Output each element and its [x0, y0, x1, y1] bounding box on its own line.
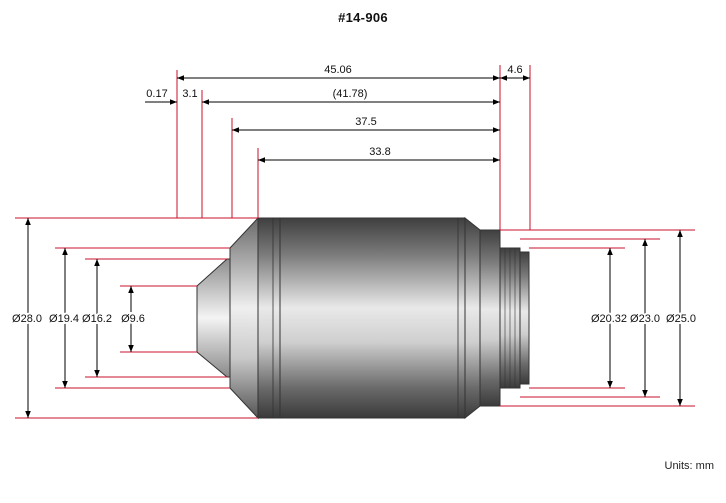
dimension-arrows — [25, 75, 683, 418]
dim-diameter-9-6: Ø9.6 — [121, 313, 145, 325]
dim-barrel-length: 33.8 — [369, 146, 390, 158]
dim-thread-length: 4.6 — [507, 64, 522, 76]
dim-diameter-23: Ø23.0 — [630, 313, 660, 325]
dim-working-distance: 0.17 — [146, 88, 167, 100]
objective-rear-shoulder — [479, 229, 501, 407]
objective-rear-step — [464, 216, 481, 420]
dim-diameter-16-2: Ø16.2 — [82, 313, 112, 325]
dim-diameter-25: Ø25.0 — [666, 313, 696, 325]
dim-body-length: 37.5 — [355, 116, 376, 128]
objective-thread-collar — [519, 251, 530, 385]
dimension-labels: 45.06 (41.78) 37.5 33.8 4.6 0.17 3.1 Ø28… — [10, 64, 698, 327]
objective-cone — [229, 216, 259, 420]
dim-diameter-20-32: Ø20.32 — [591, 313, 627, 325]
dim-diameter-28: Ø28.0 — [12, 313, 42, 325]
objective-body — [196, 216, 530, 420]
dim-tip-length: 3.1 — [182, 88, 197, 100]
units-label: Units: mm — [664, 460, 715, 472]
objective-barrel — [279, 217, 466, 419]
dim-parfocal-length: (41.78) — [333, 88, 368, 100]
dim-diameter-19-4: Ø19.4 — [49, 313, 79, 325]
extension-lines — [15, 65, 695, 419]
dim-overall-length: 45.06 — [324, 64, 352, 76]
objective-front-ring — [257, 217, 281, 419]
objective-tip — [196, 258, 231, 378]
part-number-title: #14-906 — [338, 10, 388, 25]
